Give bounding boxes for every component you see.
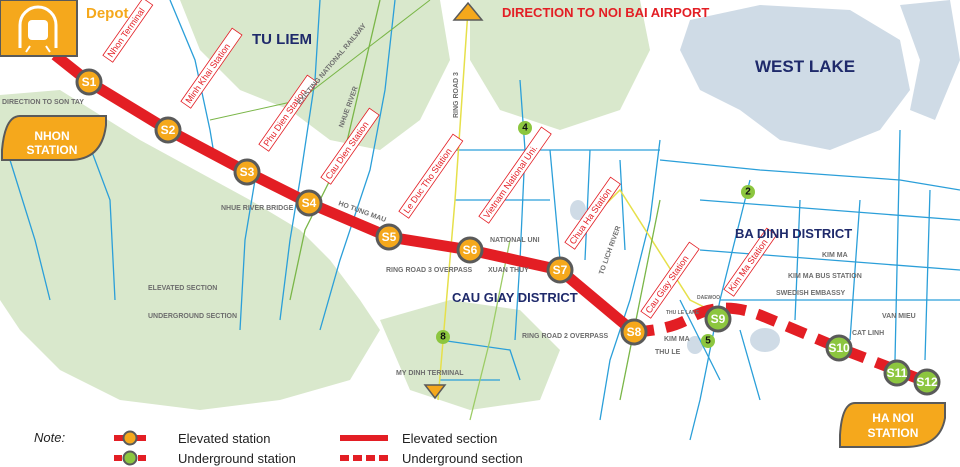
- hanoi-station-label: STATION: [868, 426, 919, 440]
- arrow-down-icon: [423, 384, 447, 400]
- west-lake: [680, 5, 910, 150]
- station-id: S8: [627, 325, 642, 339]
- nhon-station-label: NHON: [34, 129, 69, 143]
- legend-elevated-section: Elevated section: [402, 431, 497, 446]
- legend: Note: Elevated station Underground stati…: [34, 430, 523, 466]
- place-label: ELEVATED SECTION: [148, 285, 217, 292]
- place-label: NATIONAL UNI: [490, 237, 540, 244]
- line-2-marker: 2: [741, 185, 755, 199]
- station-id: S11: [887, 366, 908, 380]
- place-label: CAT LINH: [852, 330, 884, 337]
- lake: [900, 0, 960, 120]
- station-id: S2: [161, 123, 176, 137]
- place-label: THU LE LAKE: [666, 310, 700, 316]
- legend-note: Note:: [34, 430, 65, 445]
- legend-underground-station: Underground station: [178, 451, 296, 466]
- district-label: CAU GIAY DISTRICT: [452, 290, 578, 305]
- place-label: NHUE RIVER BRIDGE: [221, 205, 294, 212]
- station-marker: [546, 256, 574, 284]
- district-label: TU LIEM: [252, 31, 312, 48]
- district-label: WEST LAKE: [755, 57, 855, 76]
- line-5-marker: 5: [701, 334, 715, 348]
- station-id: S12: [916, 375, 938, 389]
- lake: [750, 328, 780, 352]
- place-label: UNDERGROUND SECTION: [148, 313, 237, 320]
- direction-airport: DIRECTION TO NOI BAI AIRPORT: [452, 1, 709, 21]
- station-id: S9: [711, 312, 726, 326]
- station-s12[interactable]: S12: [913, 368, 941, 396]
- depot-label: Depot: [86, 5, 129, 22]
- metro-train-icon: [18, 5, 58, 53]
- place-label: DIRECTION TO SON TAY: [2, 99, 84, 106]
- nhon-station-label: STATION: [27, 143, 78, 157]
- line-4-marker: 4: [518, 121, 532, 135]
- depot[interactable]: Depot: [0, 0, 129, 57]
- place-label: RING ROAD 2 OVERPASS: [522, 333, 609, 340]
- line-number: 4: [522, 123, 528, 134]
- line-8-marker: 8: [436, 330, 450, 344]
- place-label: KIM MA: [664, 336, 690, 343]
- legend-underground-section: Underground section: [402, 451, 523, 466]
- station-s10[interactable]: S10: [825, 334, 853, 362]
- park-area: [380, 300, 560, 410]
- station-id: S6: [463, 243, 478, 257]
- station-id: S4: [302, 196, 317, 210]
- station-marker: [620, 318, 648, 346]
- nhon-station-terminal[interactable]: NHON STATION: [0, 115, 107, 161]
- line-number: 8: [440, 332, 446, 343]
- underground-station-swatch: [122, 450, 138, 466]
- line-number: 5: [705, 336, 711, 347]
- park-area: [0, 90, 380, 410]
- elevated-station-swatch: [122, 430, 138, 446]
- line-number: 2: [745, 187, 751, 198]
- arrow-up-icon: [452, 1, 484, 21]
- station-marker: [295, 189, 323, 217]
- station-id: S10: [828, 341, 850, 355]
- station-id: S5: [382, 230, 397, 244]
- place-label: KIM MA BUS STATION: [788, 273, 862, 280]
- station-id: S3: [240, 165, 255, 179]
- lake: [687, 336, 703, 354]
- station-marker: [883, 359, 911, 387]
- station-marker: [456, 236, 484, 264]
- place-label: THU LE: [655, 349, 681, 356]
- lake: [570, 200, 586, 220]
- legend-elevated-station: Elevated station: [178, 431, 271, 446]
- place-label: VAN MIEU: [882, 313, 916, 320]
- place-label: KIM MA: [822, 252, 848, 259]
- station-id: S1: [82, 75, 97, 89]
- hanoi-station-label: HA NOI: [872, 411, 914, 425]
- park-area: [470, 0, 650, 130]
- place-label: MY DINH TERMINAL: [396, 370, 464, 377]
- station-marker: [233, 158, 261, 186]
- station-marker: [375, 223, 403, 251]
- hanoi-station-terminal[interactable]: HA NOI STATION: [839, 402, 946, 448]
- station-marker: [913, 368, 941, 396]
- station-id: S7: [553, 263, 568, 277]
- station-marker: [825, 334, 853, 362]
- station-s11[interactable]: S11: [883, 359, 911, 387]
- station-marker: [75, 68, 103, 96]
- place-label: DAEWOO: [697, 295, 720, 301]
- place-label: RING ROAD 3 OVERPASS: [386, 267, 473, 274]
- station-marker: [154, 116, 182, 144]
- direction-airport-label: DIRECTION TO NOI BAI AIRPORT: [502, 5, 709, 20]
- place-label: XUAN THUY: [488, 267, 529, 274]
- place-label: RING ROAD 3: [453, 72, 460, 118]
- district-label: BA DINH DISTRICT: [735, 226, 852, 241]
- station-marker: [704, 305, 732, 333]
- place-label: SWEDISH EMBASSY: [776, 290, 846, 297]
